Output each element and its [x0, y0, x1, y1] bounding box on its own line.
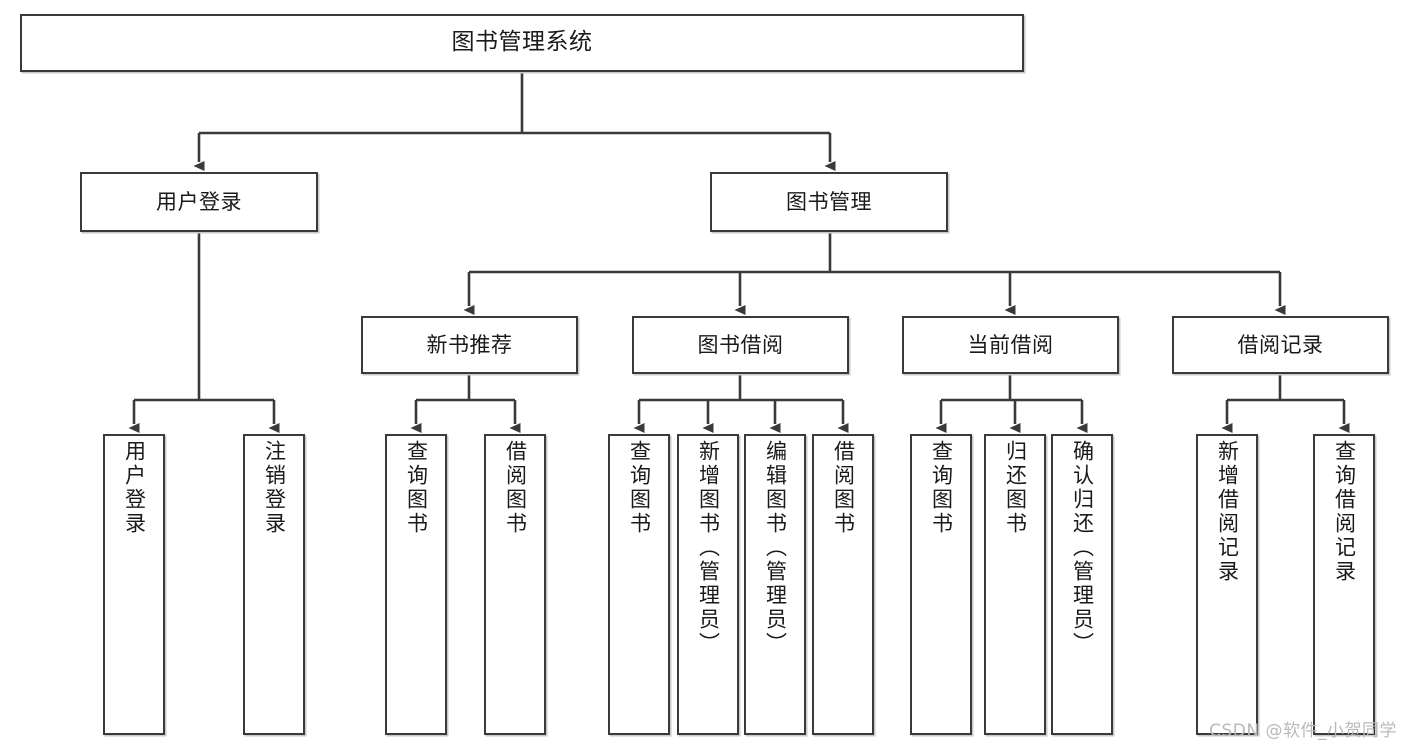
node-label: 确认归还（管理员）: [1070, 440, 1095, 656]
node-label: 查询图书: [404, 440, 429, 536]
watermark-text: CSDN @软件_小贺同学: [1209, 721, 1397, 741]
node-label: 图书借阅: [697, 332, 784, 357]
node-leaf-borrow-book-1[interactable]: 借阅图书: [484, 434, 546, 735]
node-leaf-add-record[interactable]: 新增借阅记录: [1196, 434, 1258, 735]
node-current-borrow[interactable]: 当前借阅: [902, 316, 1119, 374]
node-leaf-add-book[interactable]: 新增图书（管理员）: [677, 434, 739, 735]
node-label: 编辑图书（管理员）: [763, 440, 788, 656]
node-label: 借阅图书: [503, 440, 528, 536]
node-label: 借阅图书: [831, 440, 856, 536]
node-leaf-query-book-1[interactable]: 查询图书: [385, 434, 447, 735]
node-book-borrow[interactable]: 图书借阅: [632, 316, 849, 374]
node-label: 当前借阅: [967, 332, 1054, 357]
node-leaf-query-book-3[interactable]: 查询图书: [910, 434, 972, 735]
node-label: 用户登录: [156, 189, 242, 214]
node-leaf-logout[interactable]: 注销登录: [243, 434, 305, 735]
node-label: 新书推荐: [426, 332, 513, 357]
node-label: 新增借阅记录: [1215, 440, 1240, 584]
node-book-manage[interactable]: 图书管理: [710, 172, 948, 232]
node-label: 图书管理: [786, 189, 872, 214]
node-leaf-query-record[interactable]: 查询借阅记录: [1313, 434, 1375, 735]
node-leaf-return-book[interactable]: 归还图书: [984, 434, 1046, 735]
node-label: 查询图书: [929, 440, 954, 536]
node-leaf-edit-book[interactable]: 编辑图书（管理员）: [744, 434, 806, 735]
node-label: 注销登录: [262, 440, 287, 536]
node-label: 新增图书（管理员）: [696, 440, 721, 656]
node-leaf-user-login[interactable]: 用户登录: [103, 434, 165, 735]
node-user-login[interactable]: 用户登录: [80, 172, 318, 232]
node-label: 借阅记录: [1237, 332, 1324, 357]
node-label: 用户登录: [122, 440, 147, 536]
node-root-system[interactable]: 图书管理系统: [20, 14, 1024, 72]
node-leaf-query-book-2[interactable]: 查询图书: [608, 434, 670, 735]
node-leaf-borrow-book-2[interactable]: 借阅图书: [812, 434, 874, 735]
node-new-book-rec[interactable]: 新书推荐: [361, 316, 578, 374]
node-leaf-confirm-return[interactable]: 确认归还（管理员）: [1051, 434, 1113, 735]
node-label: 查询借阅记录: [1332, 440, 1357, 584]
node-borrow-record[interactable]: 借阅记录: [1172, 316, 1389, 374]
node-label: 归还图书: [1003, 440, 1028, 536]
node-label: 查询图书: [627, 440, 652, 536]
node-label: 图书管理系统: [451, 29, 593, 56]
